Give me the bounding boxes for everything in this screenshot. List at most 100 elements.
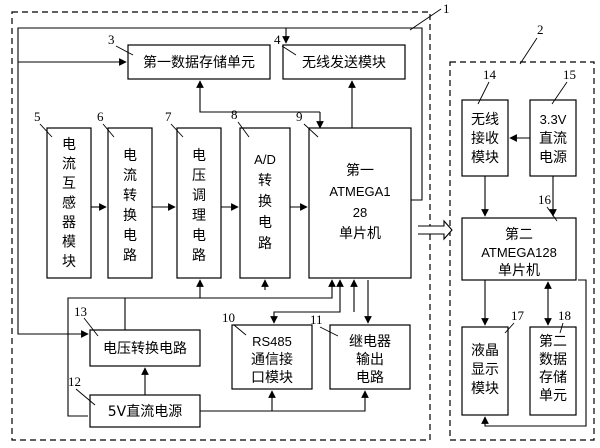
label-line: RS485 [252, 334, 292, 349]
label-line: 第二 [505, 226, 533, 243]
label-line: 电 [192, 148, 206, 164]
label-line: 流 [62, 157, 76, 173]
first-mcu-block [308, 127, 412, 279]
label-line: 继电器 [349, 334, 391, 350]
number-7: 7 [165, 109, 172, 124]
number-15: 15 [563, 67, 576, 82]
connections [17, 27, 587, 427]
number-6: 6 [97, 109, 104, 124]
voltage-conversion-label: 电压转换电路 [103, 340, 187, 357]
wireless-transmit-block [282, 44, 406, 80]
label-line: 互 [62, 176, 76, 192]
label-line: 口模块 [251, 370, 293, 386]
second-mcu-block [461, 217, 577, 281]
label-line: 单片机 [498, 263, 540, 279]
label-line: 转 [258, 173, 272, 189]
number-17: 17 [511, 308, 525, 323]
number-4: 4 [274, 32, 281, 47]
relay-output-block [329, 324, 411, 390]
label-line: 换 [123, 207, 137, 224]
label-line: 器 [62, 215, 76, 231]
number-9: 9 [296, 109, 303, 124]
dc-5v-label: 5V直流电源 [108, 403, 182, 420]
label-line: 路 [123, 248, 137, 264]
label-line: 电 [192, 228, 206, 244]
label-line: 路 [192, 248, 206, 264]
label-line: 电 [123, 148, 137, 164]
label-line: 模 [62, 235, 76, 251]
label-line: 换 [258, 193, 272, 210]
voltage-conversion-block [89, 329, 201, 367]
label-line: 调 [192, 188, 206, 204]
number-14: 14 [483, 67, 497, 82]
frame-1-leader [409, 8, 442, 31]
first-data-storage-label: 第一数据存储单元 [143, 54, 255, 71]
label-line: 通信接 [251, 351, 293, 368]
label-line: A/D [254, 152, 276, 167]
number-13: 13 [74, 304, 87, 319]
label-line: 路 [258, 236, 272, 252]
label-line: ATMEGA1 [329, 184, 390, 199]
label-line: 直流 [539, 130, 567, 147]
number-10: 10 [222, 310, 235, 325]
second-mcu-label: 第二 ATMEGA128 单片机 [481, 226, 557, 279]
label-line: 单元 [539, 388, 567, 404]
label-line: 液晶 [471, 343, 499, 359]
label-line: 电 [123, 228, 137, 244]
number-16: 16 [538, 192, 552, 207]
frame-1-number: 1 [443, 1, 450, 16]
label-line: 压 [192, 168, 206, 184]
label-line: 电 [258, 215, 272, 231]
label-line: 电源 [539, 150, 567, 166]
rs485-block [231, 324, 313, 390]
number-18: 18 [558, 308, 571, 323]
label-line: 理 [192, 208, 206, 224]
label-line: ATMEGA128 [481, 245, 557, 260]
label-line: 28 [353, 205, 367, 220]
ad-conversion-block [239, 127, 291, 279]
label-line: 电 [62, 137, 76, 153]
number-11: 11 [310, 312, 323, 327]
label-line: 显示 [471, 362, 499, 378]
label-line: 接收 [471, 130, 499, 147]
frame-2-leader [519, 37, 538, 65]
current-transformer-block [46, 127, 92, 279]
label-line: 输出 [356, 352, 384, 368]
number-8: 8 [231, 107, 238, 122]
voltage-conditioning-block [176, 127, 222, 279]
label-line: 第二 [539, 333, 567, 350]
frame-2-number: 2 [537, 22, 544, 37]
number-12: 12 [68, 374, 81, 389]
dc-5v-block [89, 394, 201, 428]
label-line: 模块 [471, 381, 499, 397]
current-conversion-block [107, 127, 153, 279]
label-line: 3.3V [540, 112, 567, 127]
label-line: 第一 [346, 162, 374, 179]
dc-3v3-label: 3.3V 直流电源 [539, 112, 567, 166]
node-frame-2 [449, 61, 595, 441]
label-line: 数据 [539, 352, 567, 368]
wireless-receive-block [461, 99, 509, 177]
first-data-storage-block [127, 44, 271, 80]
label-line: 块 [62, 254, 76, 270]
ad-conversion-label: A/D 转换电路 [254, 152, 276, 252]
wireless-transmit-label: 无线发送模块 [302, 55, 386, 71]
number-leaders [39, 45, 568, 406]
label-line: 单片机 [339, 226, 381, 242]
lcd-display-block [461, 326, 509, 416]
label-line: 流 [123, 168, 137, 184]
number-5: 5 [34, 109, 41, 124]
label-line: 存储 [539, 370, 567, 386]
label-line: 电路 [356, 370, 384, 386]
first-mcu-label: 第一 ATMEGA1 28 单片机 [329, 162, 390, 242]
label-line: 无线 [471, 112, 499, 128]
second-data-storage-block [529, 326, 577, 416]
